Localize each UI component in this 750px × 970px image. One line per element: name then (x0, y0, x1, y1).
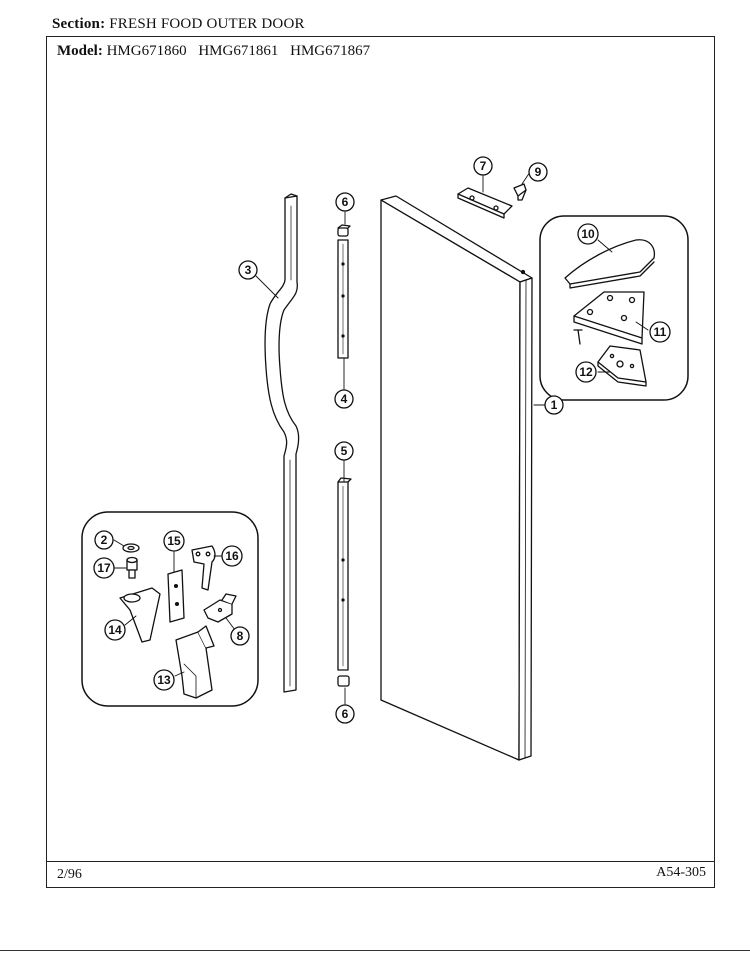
callout-label-4: 4 (341, 392, 348, 406)
model-number-2: HMG671861 (198, 43, 279, 59)
callout-7 (473, 156, 493, 176)
callout-6-bottom (335, 704, 355, 724)
callout-circles (93, 156, 671, 724)
callout-label-17: 17 (97, 561, 111, 575)
callout-label-8: 8 (237, 629, 244, 643)
callout-6-top (335, 192, 355, 212)
callout-label-6-top: 6 (342, 195, 349, 209)
bottom-hinge-inset-box (81, 511, 259, 707)
callout-4 (334, 389, 354, 409)
callout-13 (153, 669, 175, 691)
section-value: FRESH FOOD OUTER DOOR (109, 16, 305, 32)
hinge-inset-box (539, 215, 689, 401)
footer-divider (47, 861, 714, 862)
callout-label-3: 3 (245, 263, 252, 277)
callout-label-11: 11 (654, 325, 667, 339)
callout-label-7: 7 (480, 159, 487, 173)
model-number-1: HMG671860 (106, 43, 187, 59)
callout-label-9: 9 (535, 165, 542, 179)
callout-label-14: 14 (108, 623, 122, 637)
callout-1 (544, 395, 564, 415)
callout-8 (230, 626, 250, 646)
door-handle (264, 193, 300, 693)
footer-date: 2/96 (57, 867, 82, 882)
callout-10 (577, 223, 599, 245)
page-bottom-rule (0, 950, 750, 951)
model-heading: Model: HMG671860 HMG671861 HMG671867 (57, 43, 378, 60)
callout-2 (94, 530, 114, 550)
callout-label-12: 12 (579, 365, 593, 379)
callout-label-15: 15 (167, 534, 181, 548)
section-heading: Section: FRESH FOOD OUTER DOOR (52, 16, 305, 33)
upper-trim-strip (337, 224, 351, 359)
callout-label-13: 13 (157, 673, 171, 687)
callout-label-6-bottom: 6 (342, 707, 349, 721)
footer-code: A54-305 (656, 865, 706, 880)
callout-3 (238, 260, 258, 280)
section-label: Section: (52, 16, 106, 32)
callout-12 (575, 361, 597, 383)
top-hinge-parts (457, 183, 527, 219)
diagram-frame: Model: HMG671860 HMG671861 HMG671867 2/9… (46, 36, 715, 888)
callout-5 (334, 441, 354, 461)
callout-14 (104, 619, 126, 641)
callout-9 (528, 162, 548, 182)
callout-11 (649, 321, 671, 343)
callout-label-16: 16 (225, 549, 239, 563)
lower-trim-strip (337, 477, 352, 687)
callout-15 (163, 530, 185, 552)
callout-label-2: 2 (101, 533, 108, 547)
callout-label-5: 5 (341, 444, 348, 458)
callout-16 (221, 545, 243, 567)
callout-label-10: 10 (581, 227, 595, 241)
model-label: Model: (57, 43, 103, 59)
callout-label-1: 1 (551, 398, 558, 412)
model-number-3: HMG671867 (290, 43, 371, 59)
callout-labels: 1 3 4 5 6 6 7 9 10 11 12 2 17 14 15 16 8… (97, 159, 666, 721)
callout-17 (93, 557, 115, 579)
door-panel (380, 195, 533, 761)
